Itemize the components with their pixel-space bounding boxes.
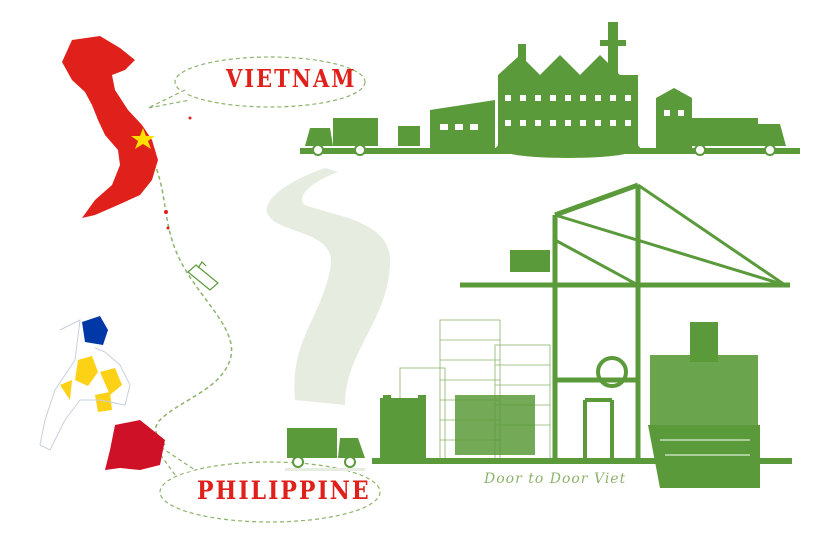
vietnam-bubble	[174, 56, 366, 108]
vietnam-map	[62, 36, 192, 230]
winding-road	[266, 168, 390, 405]
philippine-bubble	[159, 461, 381, 523]
factory-scene	[300, 22, 800, 158]
philippines-map	[39, 316, 165, 470]
philippine-label: PHILIPPINE	[197, 476, 371, 506]
port-crane-icon	[460, 182, 790, 460]
ship-icon	[187, 261, 219, 291]
container-ship-icon	[648, 322, 760, 488]
truck-icon	[287, 428, 365, 468]
watermark-text: Door to Door Viet	[484, 471, 627, 487]
vn-star	[131, 128, 155, 149]
vietnam-label: VIETNAM	[226, 64, 357, 93]
port-scene	[287, 182, 792, 488]
route-line	[147, 149, 233, 446]
